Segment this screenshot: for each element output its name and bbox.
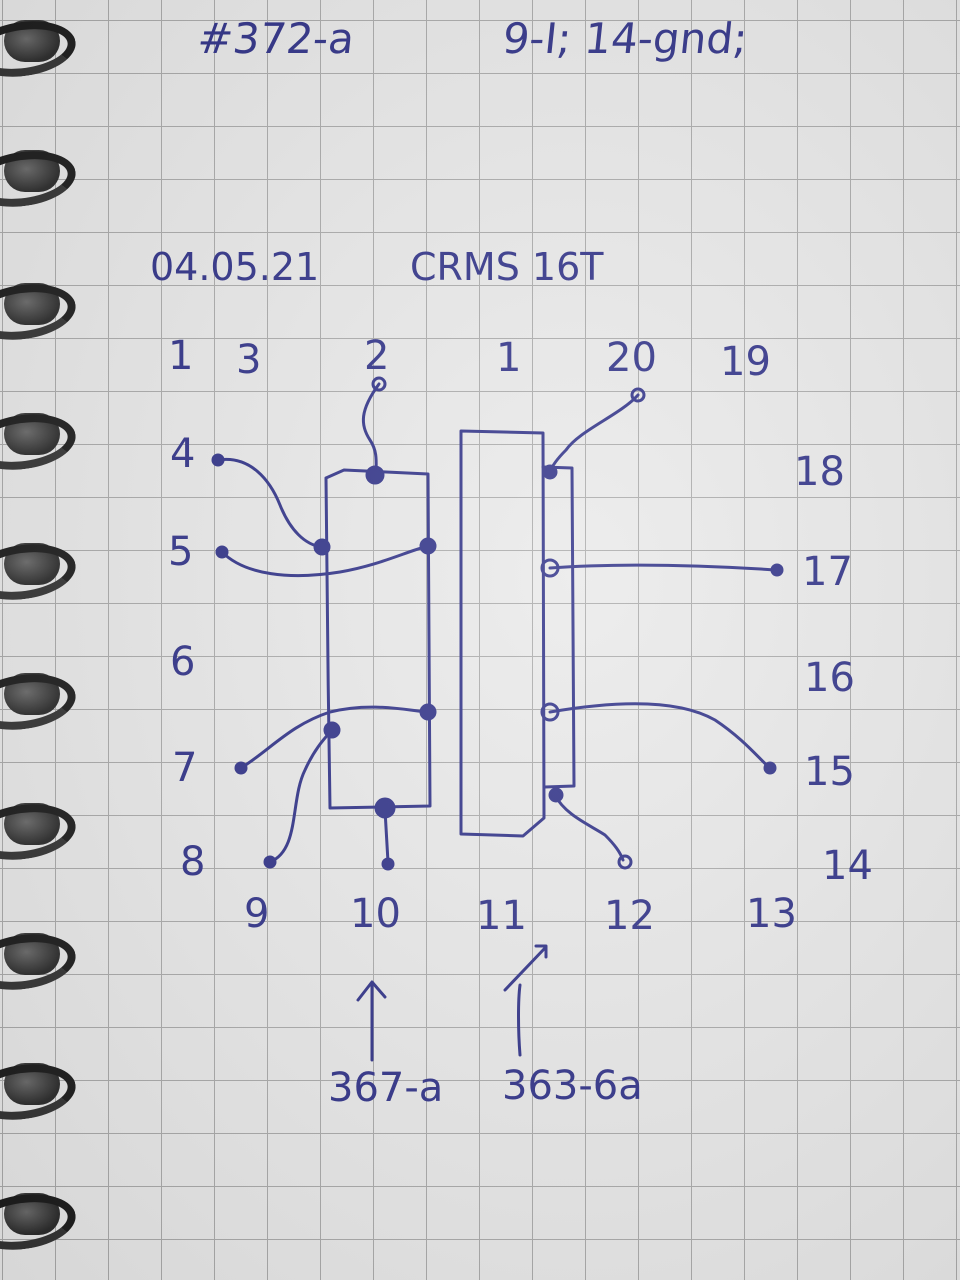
pin-label: 14: [822, 843, 873, 889]
pin-label: 16: [804, 655, 855, 701]
arrow-left: [356, 980, 387, 1062]
arrow-right-variable: [503, 944, 548, 1057]
pin-label: 13: [746, 891, 797, 937]
pin-label: 8: [180, 839, 206, 885]
connection-dots: [211, 376, 784, 871]
pin-label: 17: [802, 549, 853, 595]
spiral-binding: [0, 0, 80, 1280]
pin-label: 5: [168, 529, 194, 575]
pin-label: 6: [170, 639, 196, 685]
pin-label: 1: [496, 335, 522, 381]
pin-label: 18: [794, 449, 845, 495]
pin-label: 11: [476, 893, 527, 939]
pin-label: 1: [168, 333, 194, 379]
pin-label: 15: [804, 749, 855, 795]
right-component-outline: [541, 465, 576, 789]
date-label: 04.05.21: [150, 245, 320, 289]
pin-label: 7: [172, 745, 198, 791]
callout-right-label: 363-6a: [502, 1063, 643, 1109]
left-component-outline: [324, 468, 432, 810]
pin-label: 20: [606, 335, 657, 381]
pin-label: 19: [720, 339, 771, 385]
pin-label: 9: [244, 891, 270, 937]
pin-label: 3: [236, 337, 262, 383]
center-component-outline: [459, 429, 546, 838]
pin-label: 2: [364, 333, 390, 379]
callout-left-label: 367-a: [328, 1065, 444, 1111]
pin-label: 10: [350, 891, 401, 937]
pin-label: 4: [170, 431, 196, 477]
model-label: CRMS 16T: [410, 245, 604, 289]
pin-label: 12: [604, 893, 655, 939]
